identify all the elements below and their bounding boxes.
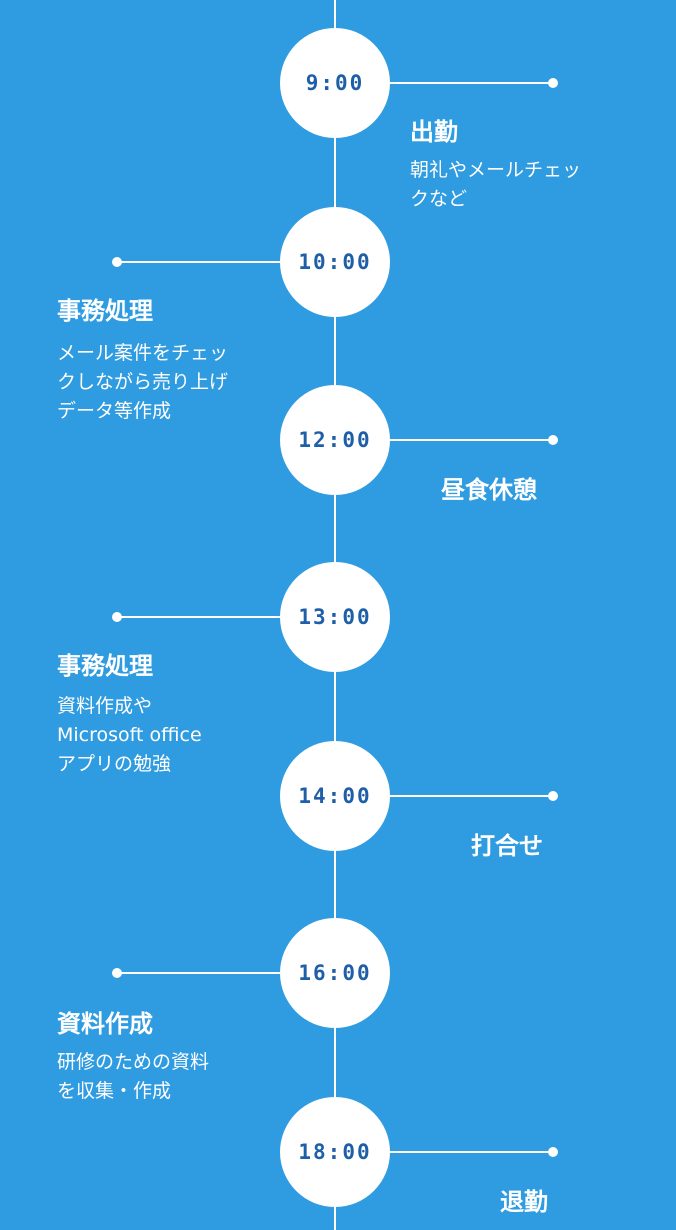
entry-description: 研修のための資料 を収集・作成 xyxy=(57,1048,209,1106)
connector-line xyxy=(390,795,553,797)
connector-dot xyxy=(112,612,122,622)
time-label: 10:00 xyxy=(298,250,372,274)
time-circle: 18:00 xyxy=(280,1097,390,1207)
connector-dot xyxy=(112,968,122,978)
time-label: 12:00 xyxy=(298,428,372,452)
description-line: 資料作成や xyxy=(57,695,153,717)
description-line: メール案件をチェッ xyxy=(57,342,229,364)
connector-line xyxy=(390,439,553,441)
connector-dot xyxy=(548,791,558,801)
entry-description: 朝礼やメールチェッ クなど xyxy=(410,156,581,214)
time-circle: 9:00 xyxy=(280,28,390,138)
description-line: クなど xyxy=(410,188,468,210)
time-circle: 16:00 xyxy=(280,918,390,1028)
time-label: 14:00 xyxy=(298,784,372,808)
description-line: データ等作成 xyxy=(57,400,172,422)
entry-title: 事務処理 xyxy=(57,652,153,680)
connector-line xyxy=(117,972,280,974)
description-line: アプリの勉強 xyxy=(57,753,172,775)
description-line: Microsoft office xyxy=(57,724,202,746)
connector-line xyxy=(390,1151,553,1153)
time-circle: 14:00 xyxy=(280,741,390,851)
time-label: 13:00 xyxy=(298,605,372,629)
entry-title: 事務処理 xyxy=(57,297,153,325)
entry-title: 打合せ xyxy=(471,832,543,860)
entry-description: 資料作成や Microsoft office アプリの勉強 xyxy=(57,692,202,779)
time-label: 16:00 xyxy=(298,961,372,985)
entry-title: 資料作成 xyxy=(57,1010,153,1038)
connector-dot xyxy=(112,257,122,267)
connector-dot xyxy=(548,435,558,445)
time-label: 18:00 xyxy=(298,1140,372,1164)
entry-title: 退勤 xyxy=(500,1188,548,1216)
description-line: を収集・作成 xyxy=(57,1080,172,1102)
connector-line xyxy=(117,616,280,618)
connector-line xyxy=(117,261,280,263)
time-label: 9:00 xyxy=(305,71,365,95)
time-circle: 13:00 xyxy=(280,562,390,672)
entry-description: メール案件をチェッ クしながら売り上げ データ等作成 xyxy=(57,339,228,426)
description-line: 研修のための資料 xyxy=(57,1051,210,1073)
description-line: クしながら売り上げ xyxy=(57,371,229,393)
time-circle: 10:00 xyxy=(280,207,390,317)
connector-dot xyxy=(548,1147,558,1157)
connector-line xyxy=(390,82,553,84)
entry-title: 出勤 xyxy=(410,118,458,146)
time-circle: 12:00 xyxy=(280,385,390,495)
connector-dot xyxy=(548,78,558,88)
entry-title: 昼食休憩 xyxy=(441,476,537,504)
description-line: 朝礼やメールチェッ xyxy=(410,159,582,181)
